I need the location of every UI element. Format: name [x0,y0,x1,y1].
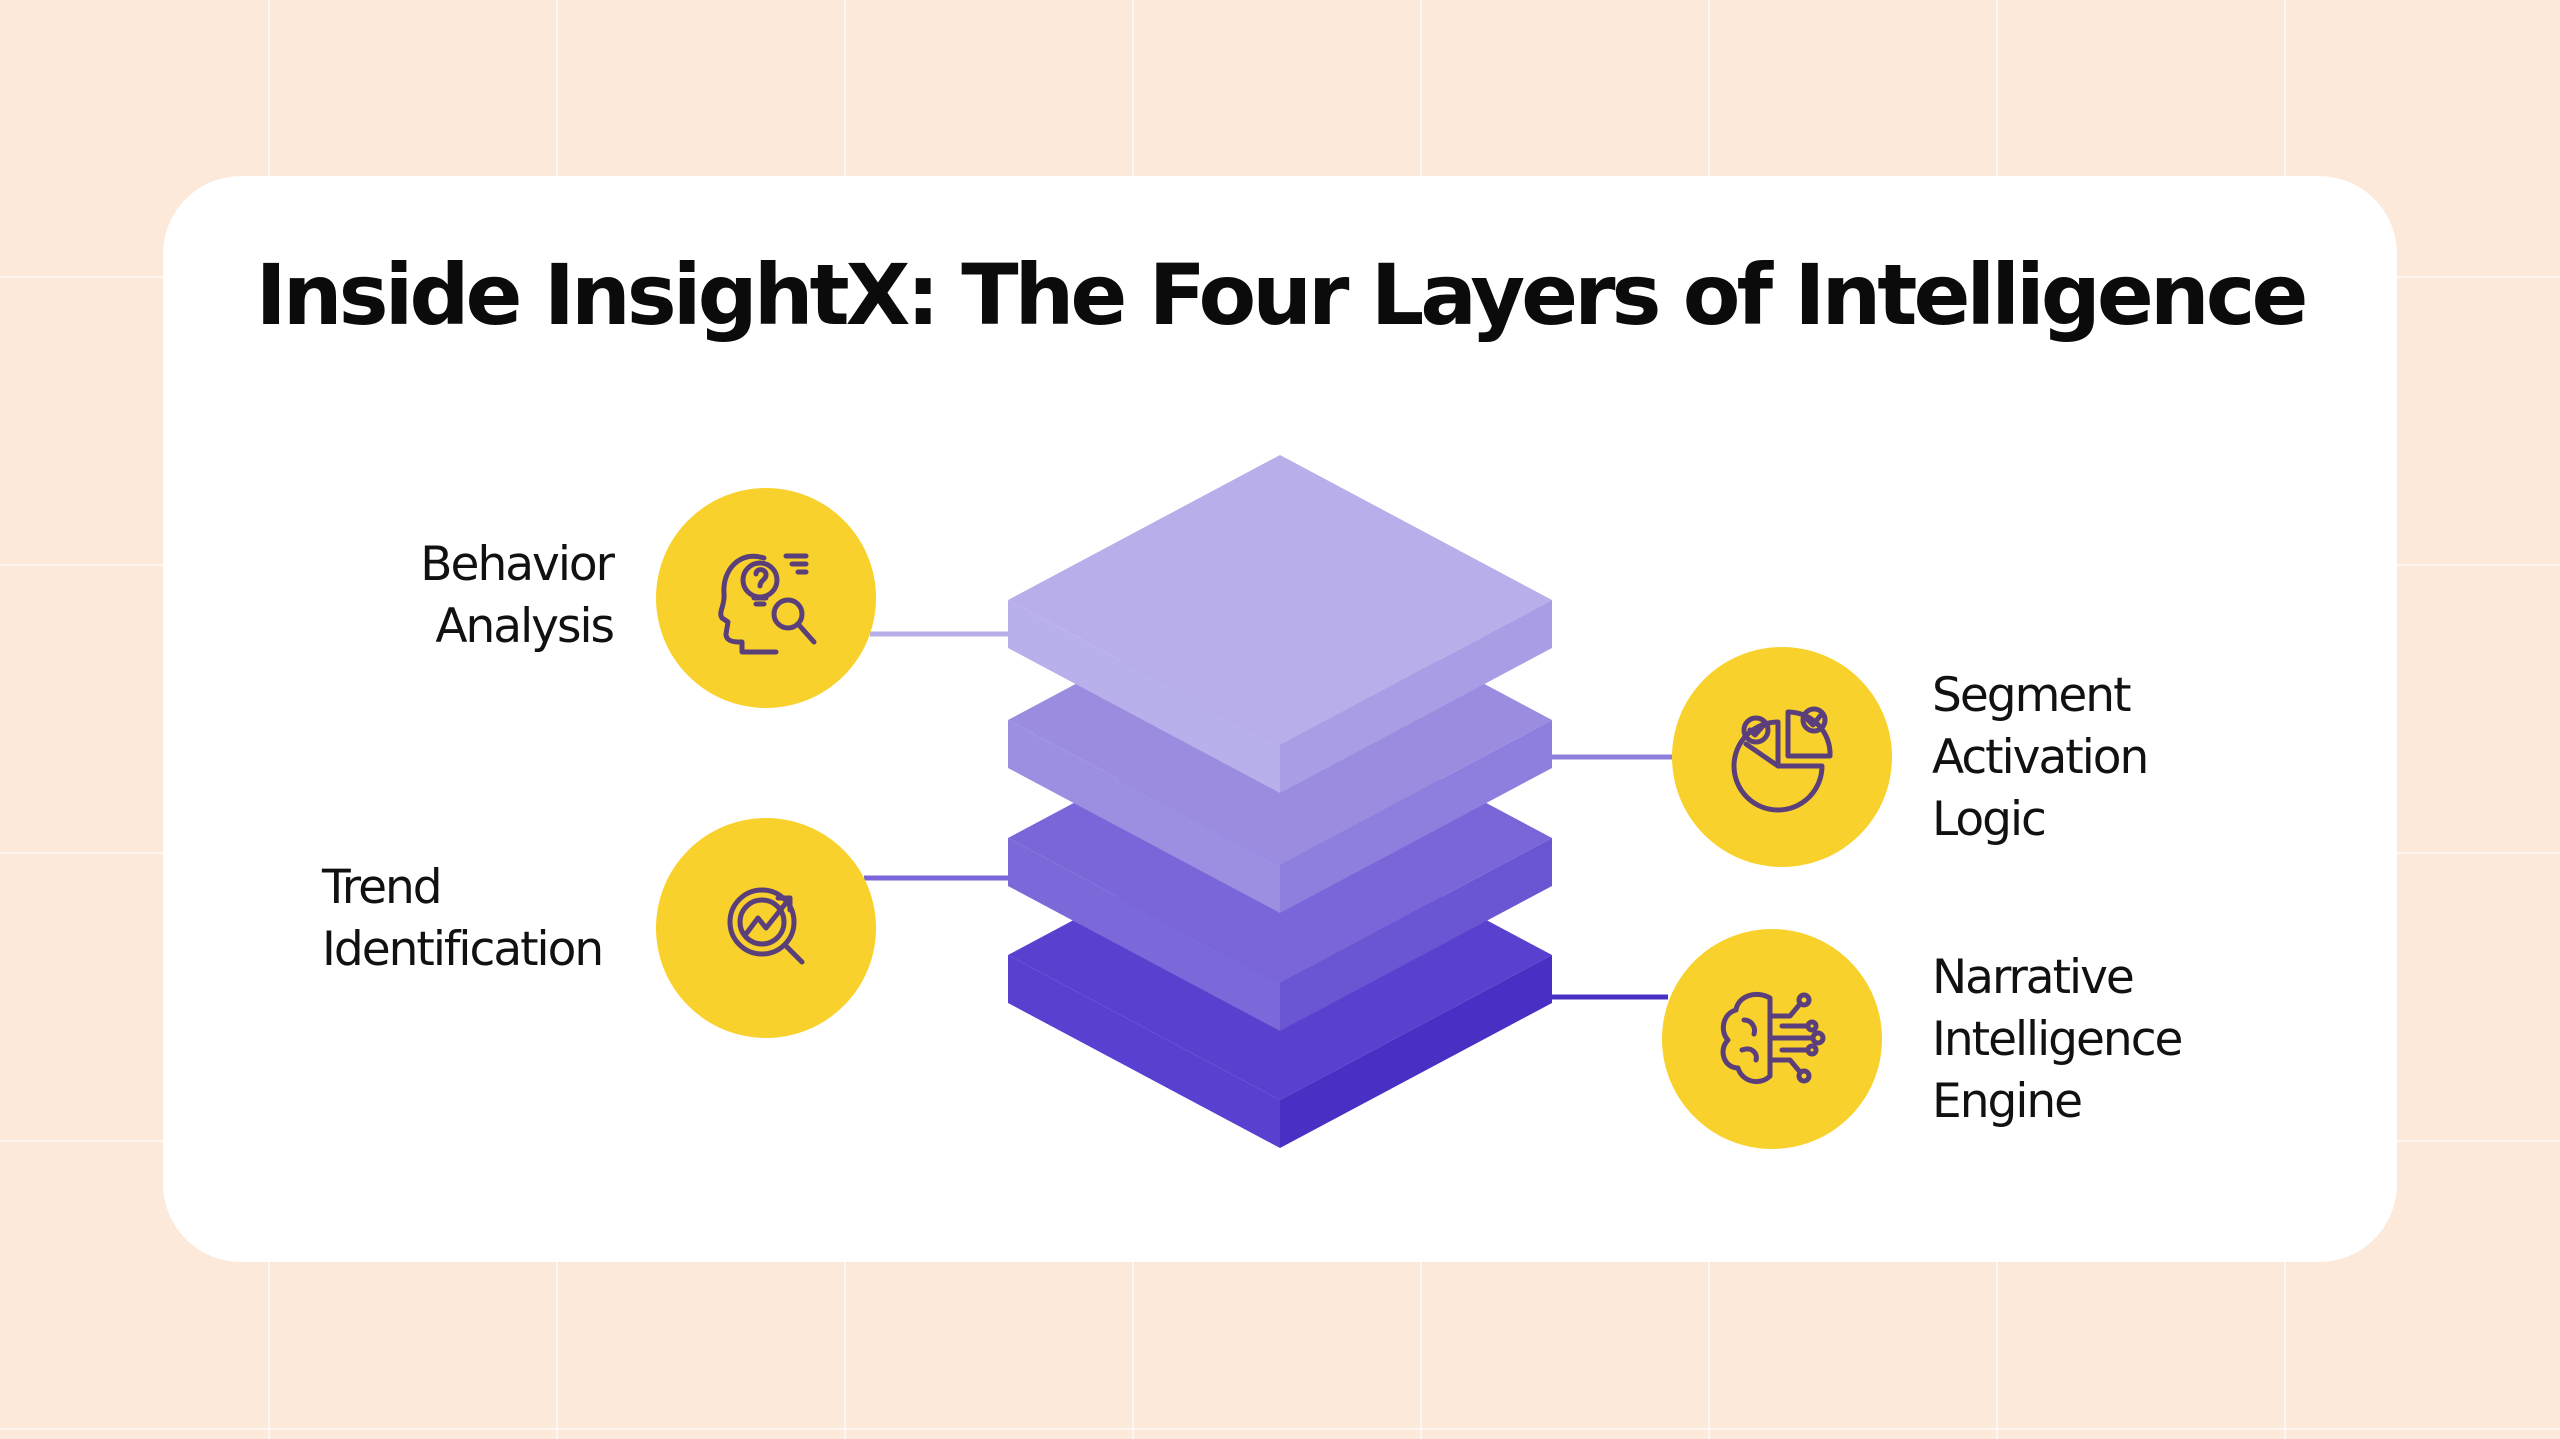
label-behavior-analysis: Behavior Analysis [420,534,615,658]
label-line: Analysis [435,599,615,654]
label-trend-identification: Trend Identification [322,857,604,981]
label-line: Engine [1932,1074,2083,1129]
label-line: Intelligence [1932,1012,2183,1067]
label-line: Logic [1932,792,2047,847]
label-line: Behavior [420,537,615,592]
trend-magnifier-icon [727,887,805,965]
layer-1 [1008,455,1552,793]
behavior-analysis-badge [656,488,876,708]
segment-activation-badge [1672,647,1892,867]
narrative-intelligence-badge [1662,929,1882,1149]
label-line: Identification [322,922,604,977]
head-lightbulb-search-icon [718,553,817,655]
label-line: Segment [1932,668,2132,723]
brain-circuit-icon [1720,992,1826,1085]
label-line: Activation [1932,730,2149,785]
label-line: Narrative [1932,950,2135,1005]
page-title: Inside InsightX: The Four Layers of Inte… [255,246,2309,344]
label-segment-activation: Segment Activation Logic [1932,665,2149,851]
pie-chart-check-icon [1731,706,1833,813]
trend-identification-badge [656,818,876,1038]
label-line: Trend [322,860,443,915]
label-narrative-intelligence: Narrative Intelligence Engine [1932,947,2183,1133]
